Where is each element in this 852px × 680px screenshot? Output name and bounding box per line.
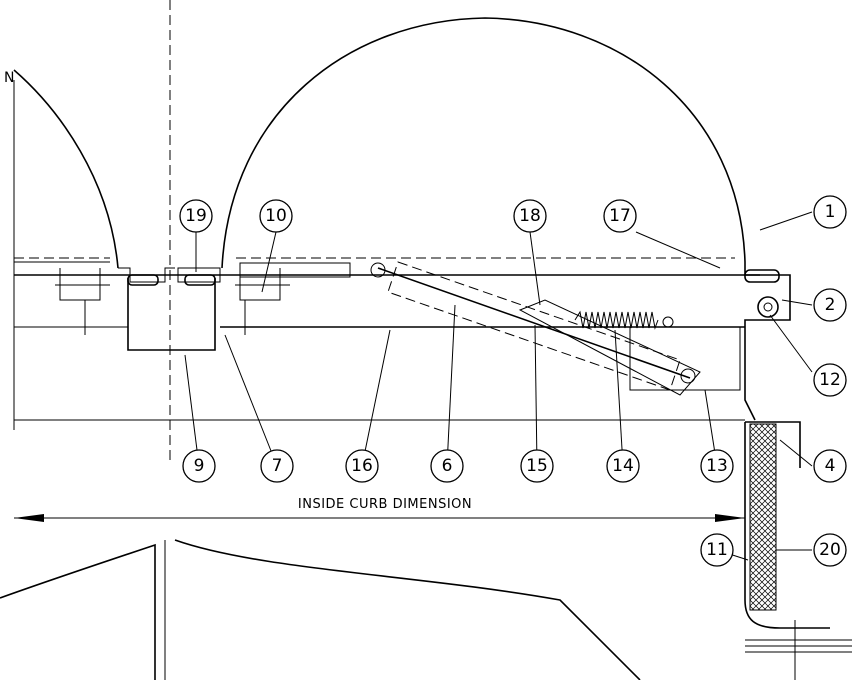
svg-text:13: 13 [706, 456, 728, 476]
edge-fragment-text: N [4, 70, 15, 86]
left-dome [13, 69, 119, 269]
svg-text:12: 12 [819, 370, 841, 390]
left-latch-box [239, 262, 351, 278]
right-flange [744, 262, 791, 421]
mid-clip [235, 268, 290, 335]
svg-text:15: 15 [526, 456, 548, 476]
callout-6: 6 [430, 449, 464, 483]
hinge-pin-inner [763, 302, 773, 312]
main-dome [221, 17, 746, 269]
callout-4: 4 [813, 449, 847, 483]
callout-19: 19 [179, 199, 213, 233]
callout-9: 9 [182, 449, 216, 483]
svg-text:7: 7 [272, 456, 283, 476]
left-hinge-block [118, 267, 175, 283]
dimension-arrow-right [715, 514, 745, 522]
dimension-arrow-left [14, 514, 44, 522]
leader-lines [184, 211, 813, 561]
spring-bracket [518, 299, 701, 396]
gas-spring [370, 261, 696, 391]
left-clip [55, 268, 110, 335]
spring-end-ring [662, 316, 674, 328]
svg-text:17: 17 [609, 206, 631, 226]
svg-text:19: 19 [185, 206, 207, 226]
right-gasket [744, 269, 780, 283]
curb-outer-wall [744, 422, 830, 629]
gasket-left [127, 274, 159, 286]
curb-cap [745, 421, 801, 468]
hinge-pin [757, 296, 779, 318]
callout-18: 18 [513, 199, 547, 233]
svg-text:11: 11 [706, 540, 728, 560]
callout-14: 14 [606, 449, 640, 483]
callout-20: 20 [813, 533, 847, 567]
svg-text:6: 6 [442, 456, 453, 476]
callout-7: 7 [260, 449, 294, 483]
callout-2: 2 [813, 288, 847, 322]
dimension-label: INSIDE CURB DIMENSION [298, 497, 472, 512]
svg-text:2: 2 [825, 295, 836, 315]
callout-10: 10 [259, 199, 293, 233]
lower-right-dome [174, 539, 641, 680]
svg-text:1: 1 [825, 202, 836, 222]
coil-spring [574, 310, 659, 330]
svg-text:4: 4 [825, 456, 836, 476]
callout-17: 17 [603, 199, 637, 233]
lower-left-dome [0, 543, 156, 680]
right-hinge-block [177, 267, 221, 283]
callout-13: 13 [700, 449, 734, 483]
curb-insulation [749, 423, 777, 611]
svg-text:14: 14 [612, 456, 634, 476]
svg-text:9: 9 [194, 456, 205, 476]
callout-12: 12 [813, 363, 847, 397]
svg-text:18: 18 [519, 206, 541, 226]
right-bracket-plate [629, 326, 741, 391]
callout-16: 16 [345, 449, 379, 483]
gasket-right [184, 274, 216, 286]
svg-text:16: 16 [351, 456, 373, 476]
svg-text:20: 20 [819, 540, 841, 560]
callout-1: 1 [813, 195, 847, 229]
center-channel [127, 278, 216, 351]
callout-15: 15 [520, 449, 554, 483]
callout-11: 11 [700, 533, 734, 567]
svg-text:10: 10 [265, 206, 287, 226]
